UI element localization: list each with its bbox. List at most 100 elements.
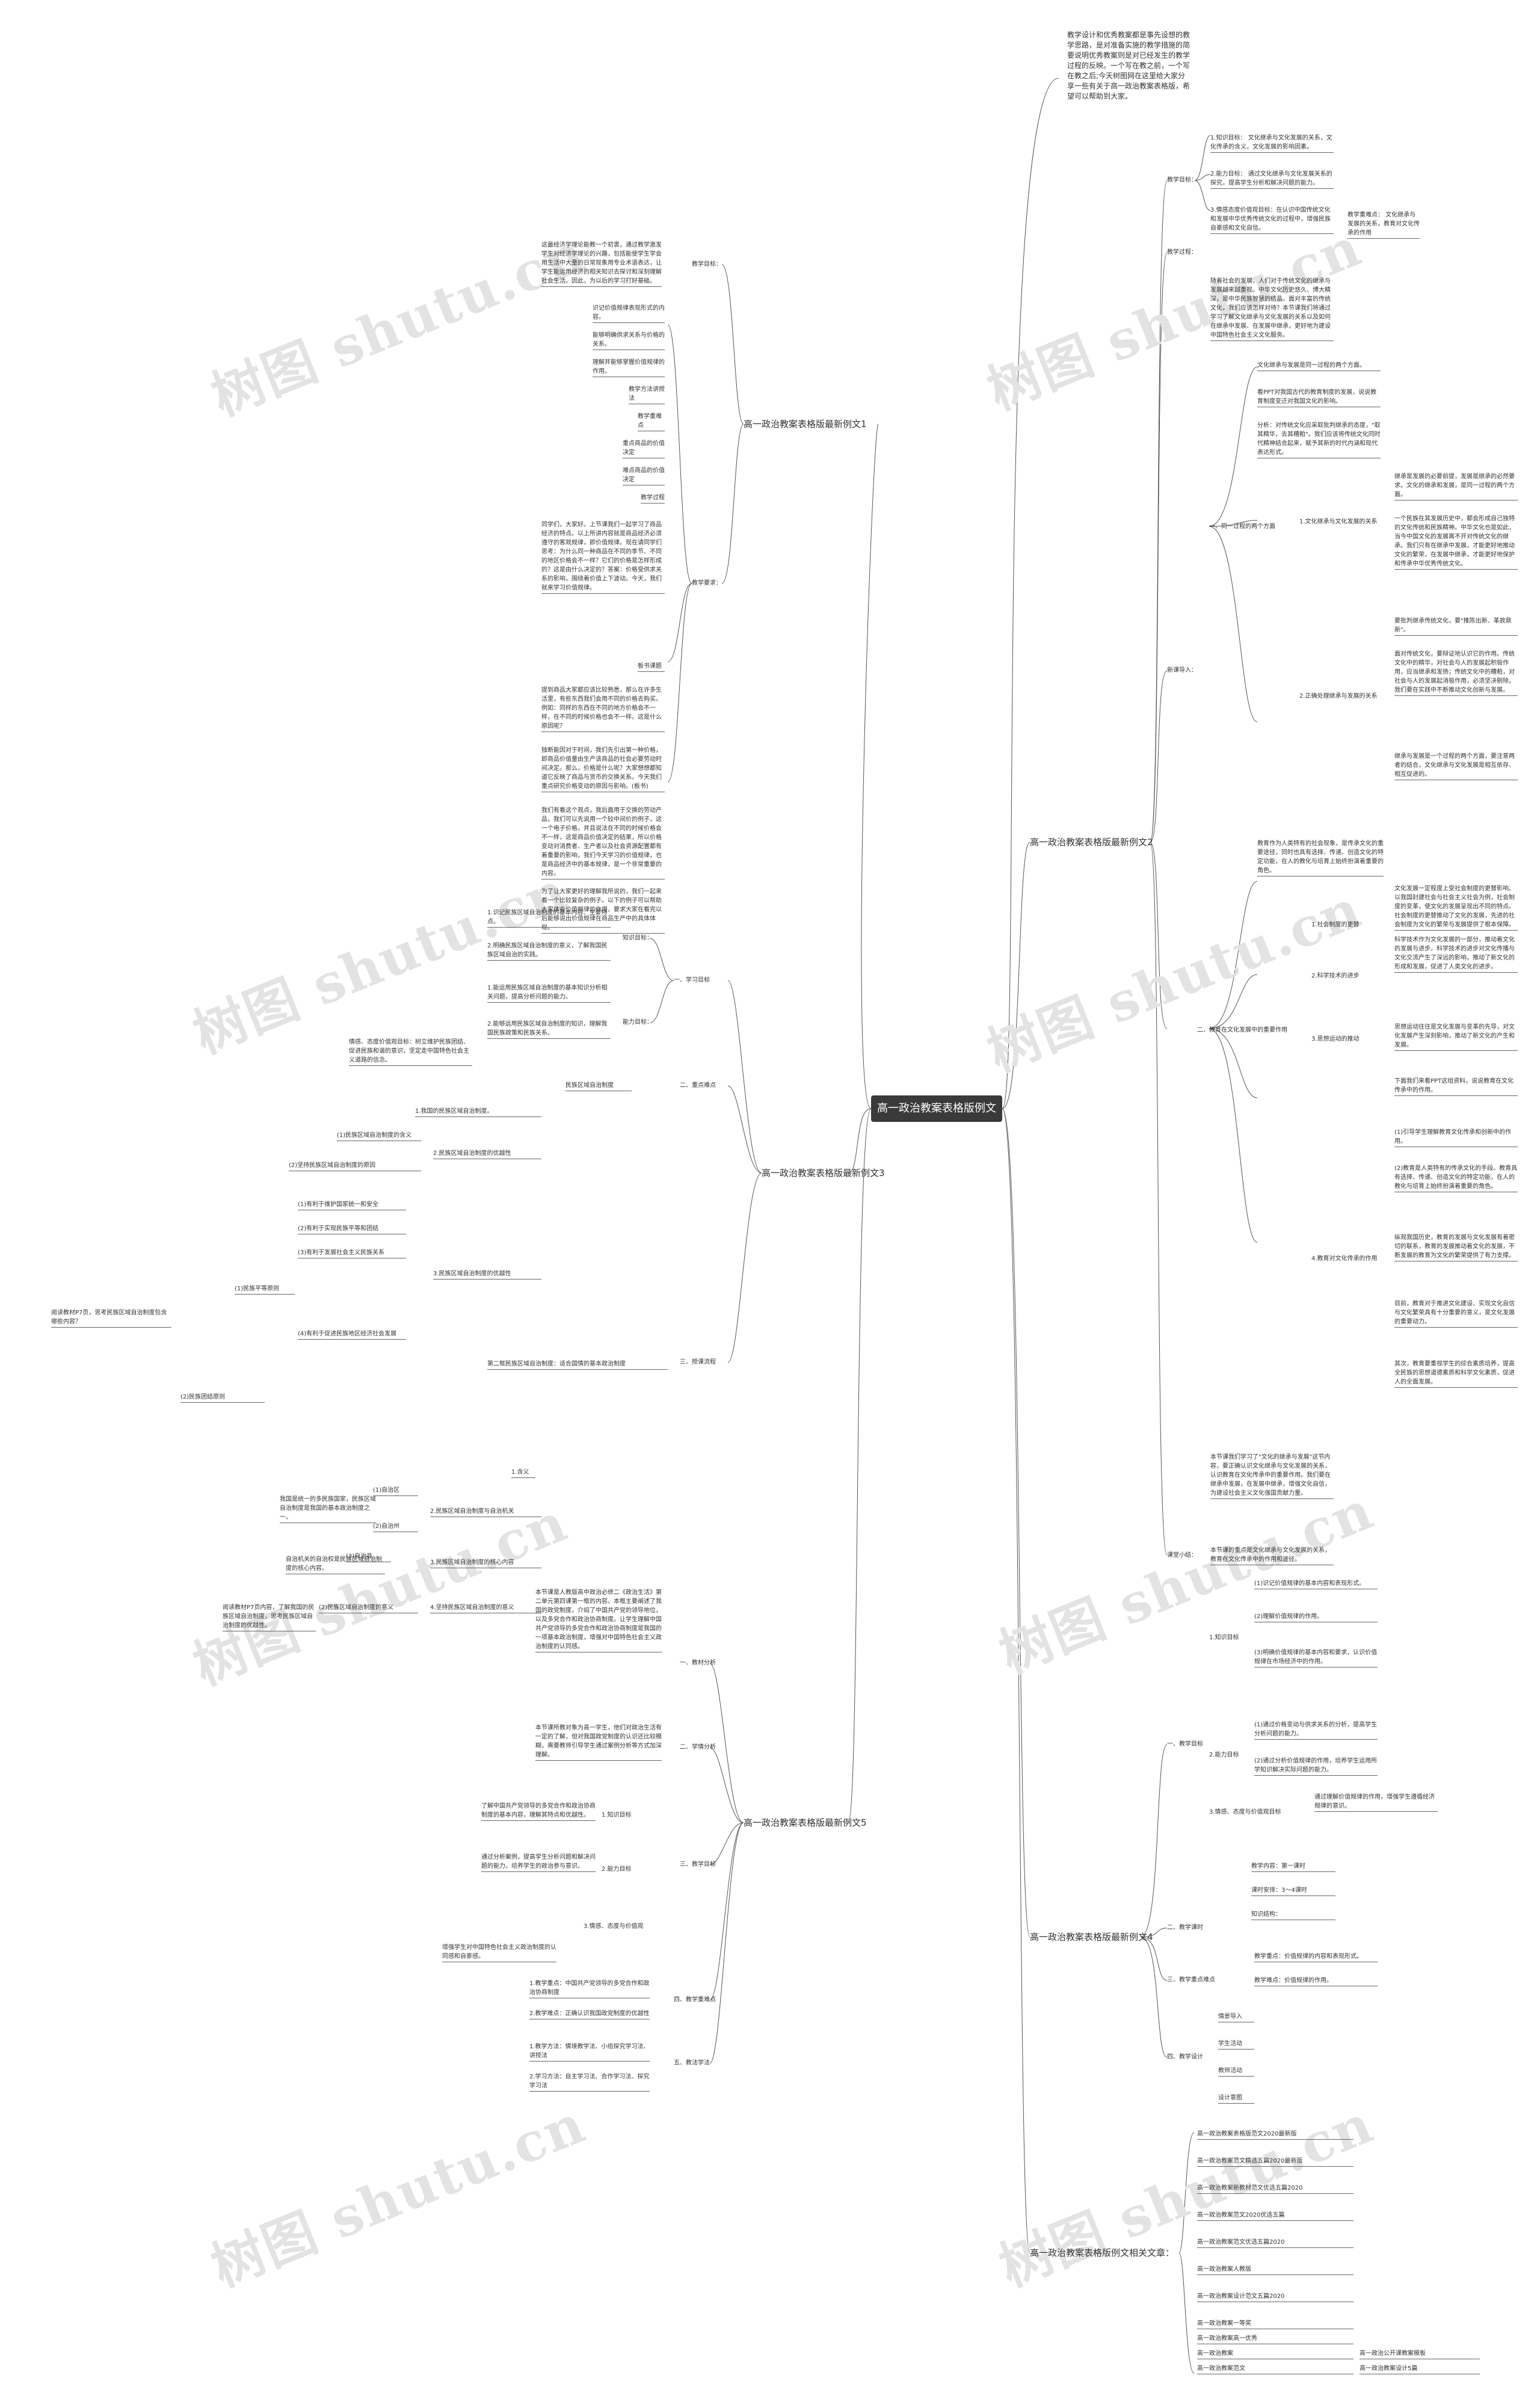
b5-item3-3[interactable]: 3.情感、态度与价值观 [584,1923,644,1930]
b2-s1-c: 分析：对传统文化应采取批判继承的态度，"取其精华，去其糟粕"。我们应该将传统文化… [1257,421,1381,458]
b4-design-label[interactable]: 四、教学设计 [1167,2054,1203,2060]
b2-s2-1-label[interactable]: 1.社会制度的更替 [1311,922,1360,928]
b2-s2-label[interactable]: 二、教育在文化发展中的重要作用 [1197,1027,1287,1033]
b5-item5-a: 1.教学方法：情境教学法、小组探究学习法、讲授法 [529,2042,650,2062]
b2-s2-4-f: 其次，教育要重视学生的综合素质培养，提高全民族的思想道德素质和科学文化素质，促进… [1394,1360,1518,1388]
b3-proc-6-a: (1)自治区 [373,1486,418,1496]
b3-goal-label[interactable]: 一、学习目标 [674,977,710,984]
b4-design-a: 情景导入 [1218,2012,1254,2022]
b5-item3-1-text: 了解中国共产党领导的多党合作和政治协商制度的基本内容，理解其特点和优越性。 [481,1802,596,1821]
related-link[interactable]: 高一政治教案 [1197,2349,1354,2359]
b3-proc-label[interactable]: 三、授课流程 [680,1359,716,1366]
b3-proc-7-a: 自治机关的自治权是民族区域自治制度的核心内容。 [286,1555,385,1574]
b4-key-a: 教学重点：价值规律的内容和表现形式。 [1254,1952,1378,1962]
b5-item3-1[interactable]: 1.知识目标 [602,1812,632,1818]
b2-s1-label[interactable]: 一、同一过程的两个方面 [1209,523,1275,530]
b1-item: 能够明确供求关系与价格的关系。 [593,331,665,350]
b2-s2-4-a: 下面我们来看PPT这组资料，说说教育在文化传承中的作用。 [1394,1077,1518,1096]
b5-item3-2[interactable]: 2.能力目标 [602,1866,632,1873]
b1-item: 理解并能够掌握价值规律的作用。 [593,358,665,377]
related-link[interactable]: 高一政治教案新教材范文优选五篇2020 [1197,2184,1354,2194]
b4-time-label[interactable]: 二、教学课时 [1167,1924,1203,1931]
related-link[interactable]: 高一政治教案人教版 [1197,2265,1354,2275]
branch-5-title[interactable]: 高一政治教案表格版最新例文5 [744,1817,867,1828]
b2-goal-label[interactable]: 教学目标： [1167,177,1197,183]
b5-item4-label[interactable]: 四、教学重难点 [674,1997,716,2003]
b5-item5-label[interactable]: 五、教法学法 [674,2060,710,2066]
related-link[interactable]: 高一政治教案设计范文五篇2020 [1197,2292,1354,2302]
intro-text: 教学设计和优秀教案都是事先设想的教学思路，是对准备实施的教学措施的简要说明优秀教… [1067,31,1190,100]
b4-goal-label[interactable]: 一、教学目标 [1167,1741,1203,1748]
b4-design-c: 教师活动 [1218,2066,1254,2077]
b2-s1-2-c: 继承与发展是一个过程的两个方面，要注意两者的结合，文化继承与文化发展是相互依存、… [1394,752,1518,780]
b3-key-text: 民族区域自治制度 [565,1081,632,1091]
b2-summary-label[interactable]: 课堂小结： [1167,1552,1197,1559]
branch-3-title[interactable]: 高一政治教案表格版最新例文3 [762,1168,885,1178]
b5-item2-label[interactable]: 二、学情分析 [680,1744,716,1751]
related-link[interactable]: 高一政治公开课教案模板 [1360,2349,1480,2359]
b3-proc-4: 第二框民族区域自治制度：适合国情的基本政治制度 [487,1360,668,1370]
b1-item: 教学过程 [641,493,665,504]
b1-p1: 同学们，大家好。上节课我们一起学习了商品经济的特点。以上所讲内容就是商品经济必须… [541,520,665,594]
b2-s2-4-label[interactable]: 4.教育对文化传承的作用 [1311,1255,1378,1262]
b3-proc-1-2: (2)坚持民族区域自治制度的原因 [289,1161,421,1171]
branch-2-title[interactable]: 高一政治教案表格版最新例文2 [1030,837,1153,848]
related-link[interactable]: 高一政治教案表格版范文2020最新版 [1197,2130,1354,2140]
b4-goal-2[interactable]: 2.能力目标 [1209,1752,1239,1758]
related-link[interactable]: 高一政治教案一等奖 [1197,2319,1354,2329]
b2-s1-a: 文化继承与发展是同一过程的两个方面。 [1257,361,1381,371]
b3-proc-6: 2.民族区域自治制度与自治机关 [430,1507,541,1517]
b2-summary-a: 本节课我们学习了"文化的继承与发展"这节内容，要正确认识文化继承与文化发展的关系… [1210,1453,1334,1499]
b3-proc-8: 4.坚持民族区域自治制度的意义 [430,1603,541,1613]
b5-item2-text: 本节课所教对象为高一学生，他们对政治生活有一定的了解，但对我国政党制度的认识还比… [535,1723,662,1761]
b4-goal-1[interactable]: 1.知识目标 [1209,1634,1239,1641]
root-topic[interactable]: 高一政治教案表格版例文 [871,1095,1002,1122]
b2-s2-2-label[interactable]: 2.科学技术的进步 [1311,973,1360,979]
related-link[interactable]: 高一政治教案范文优选五篇2020 [1197,2238,1354,2248]
b3-proc-1-1: (1)民族区域自治制度的含义 [337,1131,421,1141]
b4-goal-3[interactable]: 3.情感、态度与价值观目标 [1209,1809,1281,1815]
b4-key-label[interactable]: 三、教学重点难点 [1167,1977,1215,1983]
b1-goal-label[interactable]: 教学目标： [692,261,722,268]
related-link[interactable]: 高一政治教案范文精选五篇2020最新版 [1197,2157,1354,2167]
b3-proc-8-a: (2)民族区域自治制度的意义 [319,1603,418,1613]
b3-key-label[interactable]: 二、重点难点 [680,1082,716,1089]
b2-s1-1-a: 继承是发展的必要前提，发展是继承的必然要求。文化的继承和发展，是同一过程的两个方… [1394,472,1518,500]
b1-process-label[interactable]: 教学要求： [692,580,722,587]
related-link[interactable]: 高一政治教案高一优秀 [1197,2334,1354,2344]
b4-key-b: 教学难点：价值规律的作用。 [1254,1976,1378,1986]
b2-s1-2-label[interactable]: 2.正确处理继承与发展的关系 [1299,693,1378,700]
b2-process-label[interactable]: 教学过程： [1167,249,1197,256]
b5-item3-label[interactable]: 三、教学目标 [680,1861,716,1868]
b3-goal-1-b: 2.明确民族区域自治制度的意义，了解我国民族区域自治的实践。 [487,941,611,961]
branch-4-title[interactable]: 高一政治教案表格版最新例文4 [1030,1932,1153,1942]
b4-goal-1-b: (2)理解价值规律的作用。 [1254,1612,1378,1622]
b5-item1-label[interactable]: 一、教材分析 [680,1660,716,1666]
b2-summary-b: 本节课的重点是文化继承与文化发展的关系，教育在文化传承中的作用和途径。 [1210,1546,1334,1565]
b3-proc-5: 1.含义 [511,1468,535,1478]
related-link[interactable]: 高一政治教案范文 [1197,2364,1354,2374]
b3-note-2: 阅读教材P7页内容，了解我国的民族区域自治制度，思考民族区域自治制度的优越性。 [223,1603,316,1631]
b2-new-label[interactable]: 新课导入： [1167,667,1197,674]
b3-goal-2-label[interactable]: 能力目标： [623,1019,653,1026]
related-link[interactable]: 高一政治教案范文2020优选五篇 [1197,2211,1354,2221]
b2-s2-3-label[interactable]: 3.思想运动的推动 [1311,1036,1360,1042]
b2-s1-1-label[interactable]: 1.文化继承与文化发展的关系 [1299,519,1378,525]
b4-goal-3-a: 通过理解价值规律的作用，增强学生遵循经济规律的意识。 [1314,1793,1438,1812]
b3-proc-2-1: (1)有利于维护国家统一和安全 [298,1200,406,1210]
b3-goal-2-a: 1.能运用民族区域自治制度的基本知识分析相关问题，提高分析问题的能力。 [487,984,611,1003]
b1-p1-label: 板书课题 [638,662,665,672]
b3-proc-3: 3.民族区域自治制度的优越性 [433,1269,541,1280]
b2-intro-text: 随着社会的发展，人们对于传统文化的继承与发展越来越重视。中华文化历史悠久、博大精… [1210,277,1334,341]
b2-goal: 2.能力目标： 通过文化继承与文化发展关系的探究，提高学生分析和解决问题的能力。 [1210,170,1334,189]
branch-1-title[interactable]: 高一政治教案表格版最新例文1 [744,419,867,430]
b2-s2-1-text: 文化发展一定程度上受社会制度的更替影响。以我国封建社会与社会主义社会为例，社会制… [1394,884,1518,931]
related-link[interactable]: 高一政治教案设计5篇 [1360,2364,1480,2374]
b5-item1-text: 本节课是人教版高中政治必修二《政治生活》第二单元第四课第一框的内容。本框主要阐述… [535,1588,662,1652]
b2-s1-2-a: 要批判继承传统文化，要"推陈出新、革故鼎新"。 [1394,617,1518,636]
b4-design-b: 学生活动 [1218,2039,1254,2049]
b3-goal-1-label[interactable]: 知识目标： [623,935,653,941]
b3-proc-2: 2.民族区域自治制度的优越性 [433,1149,541,1159]
b3-proc-3-c: (2)民族团结原则 [180,1393,265,1403]
branch-6-title[interactable]: 高一政治教案表格版例文相关文章： [1030,2247,1175,2258]
